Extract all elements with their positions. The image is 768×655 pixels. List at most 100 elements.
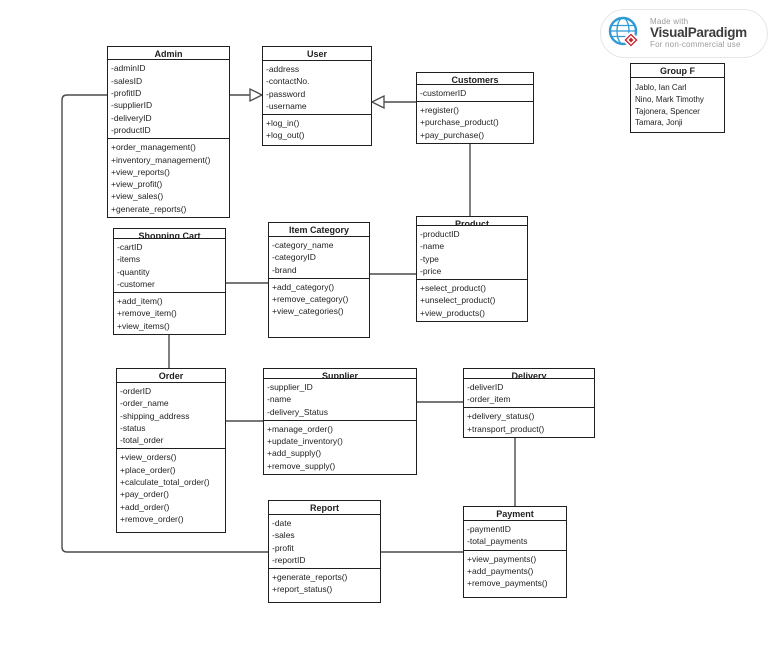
class-method-section: +add_category()+remove_category()+view_c… bbox=[269, 279, 369, 337]
note-body: Jablo, Ian Carl Nino, Mark Timothy Tajon… bbox=[631, 78, 724, 133]
note-box-group-f[interactable]: Group F Jablo, Ian Carl Nino, Mark Timot… bbox=[630, 63, 725, 133]
class-box-order[interactable]: Order-orderID-order_name-shipping_addres… bbox=[116, 368, 226, 533]
class-attribute: -order_name bbox=[120, 398, 169, 409]
class-attribute: -profitID bbox=[111, 88, 142, 99]
class-attribute: -total_payments bbox=[467, 536, 528, 547]
class-attribute-section: -paymentID-total_payments bbox=[464, 521, 566, 551]
watermark-brand: VisualParadigm bbox=[650, 25, 747, 41]
class-method: +calculate_total_order() bbox=[120, 477, 210, 488]
class-attribute: -price bbox=[420, 265, 442, 276]
note-member: Jablo, Ian Carl bbox=[635, 83, 687, 92]
class-box-report[interactable]: Report-date-sales-profit-reportID+genera… bbox=[268, 500, 381, 603]
class-attribute: -deliverID bbox=[467, 381, 504, 392]
class-attribute: -productID bbox=[420, 228, 460, 239]
class-box-item-category[interactable]: Item Category-category_name-categoryID-b… bbox=[268, 222, 370, 338]
class-title: Customers bbox=[417, 73, 533, 85]
class-method: +view_products() bbox=[420, 307, 485, 318]
class-method-section: +select_product()+unselect_product()+vie… bbox=[417, 280, 527, 321]
class-method: +add_category() bbox=[272, 281, 335, 292]
connector-admin-report[interactable] bbox=[61, 94, 270, 553]
class-attribute: -orderID bbox=[120, 386, 152, 396]
class-title: Shopping Cart bbox=[114, 229, 225, 239]
class-method-section: +view_payments()+add_payments() +remove_p… bbox=[464, 551, 566, 597]
class-method: +add_payments() bbox=[467, 565, 534, 576]
class-method: +generate_reports() bbox=[111, 203, 187, 214]
class-method-section: +generate_reports()+report_status() bbox=[269, 569, 380, 602]
class-method: +view_sales() bbox=[111, 191, 164, 202]
class-method: +remove_category() bbox=[272, 294, 349, 305]
class-attribute: -status bbox=[120, 422, 146, 433]
class-attribute: -delivery_Status bbox=[267, 406, 328, 417]
class-method: +purchase_product() bbox=[420, 117, 499, 128]
class-method-section: +register()+purchase_product()+pay_purch… bbox=[417, 102, 533, 143]
class-attribute-section: -adminID-salesID -profitID-supplierID-del… bbox=[108, 60, 229, 140]
class-method: +pay_purchase() bbox=[420, 129, 485, 140]
watermark-made-with: Made with bbox=[650, 17, 689, 27]
class-method-section: +manage_order()+update_inventory()+add_s… bbox=[264, 421, 416, 474]
class-method: +transport_product() bbox=[467, 423, 545, 434]
class-attribute: -name bbox=[267, 394, 292, 405]
class-box-shopping-cart[interactable]: Shopping Cart-cartID-items-quantity-cust… bbox=[113, 228, 226, 335]
note-member: Nino, Mark Timothy bbox=[635, 94, 704, 104]
class-method: +view_orders() bbox=[120, 452, 177, 463]
class-attribute: -salesID bbox=[111, 75, 143, 86]
class-attribute: -customer bbox=[117, 278, 155, 289]
class-attribute: -categoryID bbox=[272, 252, 316, 263]
class-attribute: -password bbox=[266, 88, 306, 99]
class-attribute: -adminID bbox=[111, 63, 146, 74]
class-attribute-section: -cartID-items-quantity-customer bbox=[114, 239, 225, 294]
class-method: +add_item() bbox=[117, 296, 163, 307]
class-method: +add_supply() bbox=[267, 448, 322, 459]
class-method: +view_profit() bbox=[111, 179, 163, 190]
class-method: +remove_item() bbox=[117, 308, 177, 319]
class-box-admin[interactable]: Admin-adminID-salesID-profitID-supplierI… bbox=[107, 46, 230, 218]
class-box-payment[interactable]: Payment-paymentID-total_payments+view_pa… bbox=[463, 506, 567, 598]
class-attribute-section: -deliverID-order_item bbox=[464, 379, 594, 409]
class-box-delivery[interactable]: Delivery-deliverID-order_item+delivery_s… bbox=[463, 368, 595, 438]
class-attribute: -productID bbox=[111, 124, 151, 135]
class-method: +remove_order() bbox=[120, 513, 184, 524]
class-method: +log_out() bbox=[266, 130, 305, 141]
class-attribute-section: -category_name-categoryID-brand bbox=[269, 237, 369, 279]
watermark-license: For non-commercial use bbox=[650, 39, 741, 49]
class-attribute: -shipping_address bbox=[120, 410, 190, 421]
visual-paradigm-logo-icon bbox=[608, 16, 640, 48]
class-box-supplier[interactable]: Supplier-supplier_ID-name-delivery_Statu… bbox=[263, 368, 417, 475]
class-method-section: +order_management()+inventory_management… bbox=[108, 139, 229, 217]
class-attribute-section: -date-sales-profit-reportID bbox=[269, 515, 380, 570]
class-method: +order_management() bbox=[111, 142, 196, 153]
generalization-arrow-user-left bbox=[249, 87, 264, 103]
class-method-section: +add_item()+remove_item()+view_items() bbox=[114, 293, 225, 334]
note-member: Tamara, Jonji bbox=[635, 118, 683, 128]
class-method: +remove_payments() bbox=[467, 578, 548, 589]
class-box-customers[interactable]: Customers -customerID +register()+purchase… bbox=[416, 72, 534, 144]
class-method: +pay_order() bbox=[120, 489, 169, 500]
class-attribute: -deliveryID bbox=[111, 112, 152, 123]
class-attribute: -reportID bbox=[272, 554, 306, 565]
class-method-section: +view_orders()+place_order() +calculate_t… bbox=[117, 449, 225, 532]
class-method: +report_status() bbox=[272, 584, 333, 595]
class-method: +generate_reports() bbox=[272, 572, 348, 583]
class-method: +add_order() bbox=[120, 501, 170, 512]
class-attribute: -supplier_ID bbox=[267, 381, 313, 392]
generalization-arrow-user-right bbox=[370, 94, 385, 110]
class-attribute: -supplierID bbox=[111, 100, 153, 111]
class-attribute: -category_name bbox=[272, 240, 334, 250]
class-method-section: +delivery_status()+transport_product() bbox=[464, 408, 594, 437]
class-box-product[interactable]: Product-productID-name-type-price+select… bbox=[416, 216, 528, 322]
class-attribute: -total_order bbox=[120, 435, 164, 446]
class-method: +log_in() bbox=[266, 118, 300, 129]
visual-paradigm-watermark[interactable]: Made with VisualParadigm For non-commerc… bbox=[600, 9, 768, 58]
class-method: +select_product() bbox=[420, 283, 486, 294]
class-method: +view_payments() bbox=[467, 553, 537, 564]
class-attribute: -customerID bbox=[420, 87, 467, 98]
class-attribute: -name bbox=[420, 241, 445, 252]
class-method: +update_inventory() bbox=[267, 436, 343, 447]
class-title: Payment bbox=[464, 507, 566, 521]
class-method: +remove_supply() bbox=[267, 460, 336, 471]
note-member: Tajonera, Spencer bbox=[635, 106, 700, 116]
class-box-user[interactable]: User-address-contactNo.-password-usernam… bbox=[262, 46, 372, 146]
class-title: Product bbox=[417, 217, 527, 226]
class-method: +place_order() bbox=[120, 464, 176, 475]
